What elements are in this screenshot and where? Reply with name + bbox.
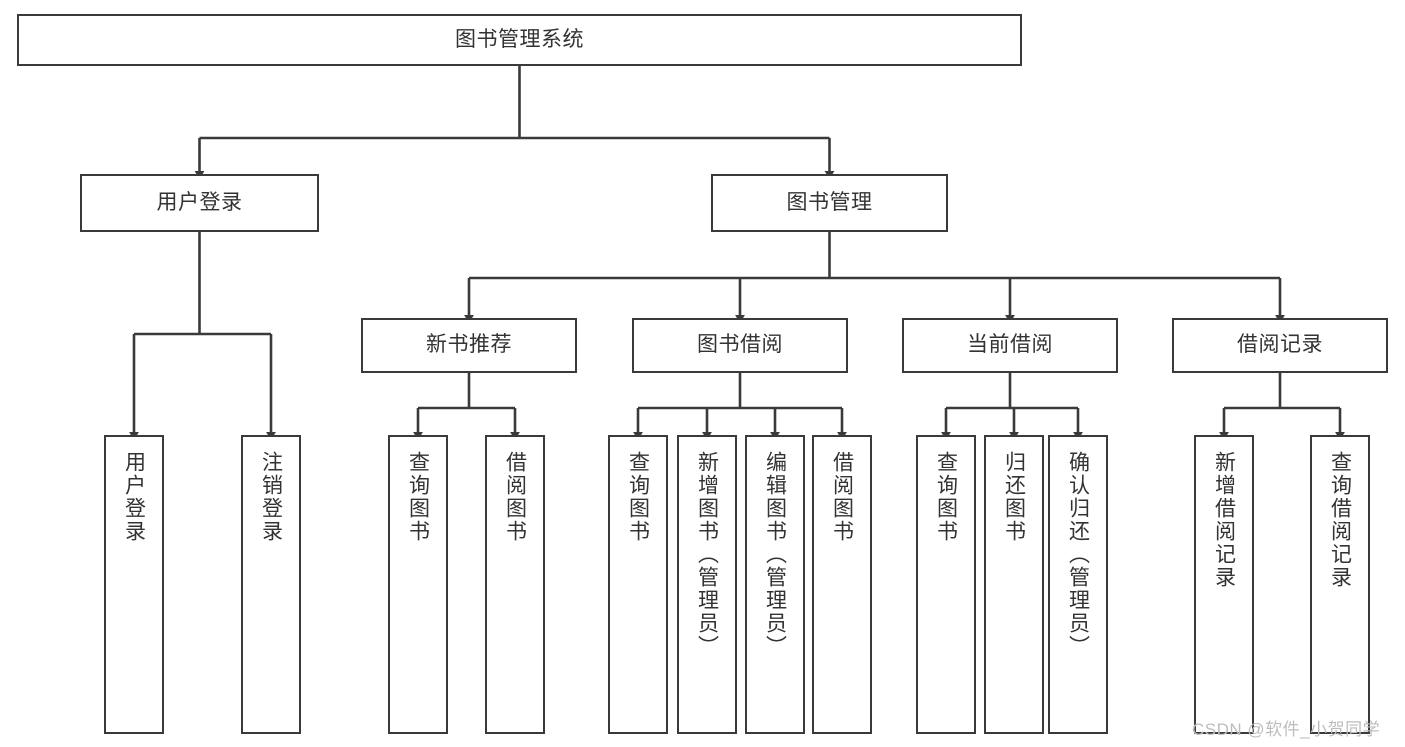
node-leaf-3[interactable]: 借阅图书	[485, 435, 545, 734]
node-leaf-10[interactable]: 确认归还（管理员）	[1048, 435, 1108, 734]
node-label: 图书管理系统	[455, 27, 584, 51]
node-leaf-12[interactable]: 查询借阅记录	[1310, 435, 1370, 734]
node-leaf-8[interactable]: 查询图书	[916, 435, 976, 734]
node-leaf-5[interactable]: 新增图书（管理员）	[677, 435, 737, 734]
node-leaf-11[interactable]: 新增借阅记录	[1194, 435, 1254, 734]
node-label: 查询借阅记录	[1328, 451, 1352, 589]
node-l2-0[interactable]: 用户登录	[80, 174, 319, 232]
node-label: 借阅图书	[503, 451, 527, 543]
node-label: 借阅记录	[1237, 333, 1323, 357]
node-leaf-1[interactable]: 注销登录	[241, 435, 301, 734]
node-root[interactable]: 图书管理系统	[17, 14, 1022, 66]
node-label: 当前借阅	[967, 333, 1053, 357]
node-label: 确认归还（管理员）	[1066, 451, 1090, 658]
node-l3-0[interactable]: 新书推荐	[361, 318, 577, 373]
node-label: 归还图书	[1002, 451, 1026, 543]
node-label: 新增图书（管理员）	[695, 451, 719, 658]
node-leaf-7[interactable]: 借阅图书	[812, 435, 872, 734]
node-label: 查询图书	[406, 451, 430, 543]
node-label: 查询图书	[934, 451, 958, 543]
node-label: 用户登录	[156, 190, 243, 214]
node-l3-2[interactable]: 当前借阅	[902, 318, 1118, 373]
node-leaf-0[interactable]: 用户登录	[104, 435, 164, 734]
node-leaf-4[interactable]: 查询图书	[608, 435, 668, 734]
watermark-label: CSDN @软件_小贺同学	[1192, 720, 1381, 739]
node-label: 查询图书	[626, 451, 650, 543]
node-l3-1[interactable]: 图书借阅	[632, 318, 848, 373]
node-label: 注销登录	[259, 451, 283, 543]
node-label: 用户登录	[122, 451, 146, 543]
node-label: 借阅图书	[830, 451, 854, 543]
node-leaf-6[interactable]: 编辑图书（管理员）	[745, 435, 805, 734]
node-leaf-2[interactable]: 查询图书	[388, 435, 448, 734]
node-l2-1[interactable]: 图书管理	[711, 174, 948, 232]
node-label: 新书推荐	[426, 333, 512, 357]
edge-group	[129, 66, 1345, 441]
node-label: 编辑图书（管理员）	[763, 451, 787, 658]
node-label: 图书管理	[786, 190, 873, 214]
node-label: 新增借阅记录	[1212, 451, 1236, 589]
node-l3-3[interactable]: 借阅记录	[1172, 318, 1388, 373]
node-label: 图书借阅	[697, 333, 783, 357]
node-leaf-9[interactable]: 归还图书	[984, 435, 1044, 734]
